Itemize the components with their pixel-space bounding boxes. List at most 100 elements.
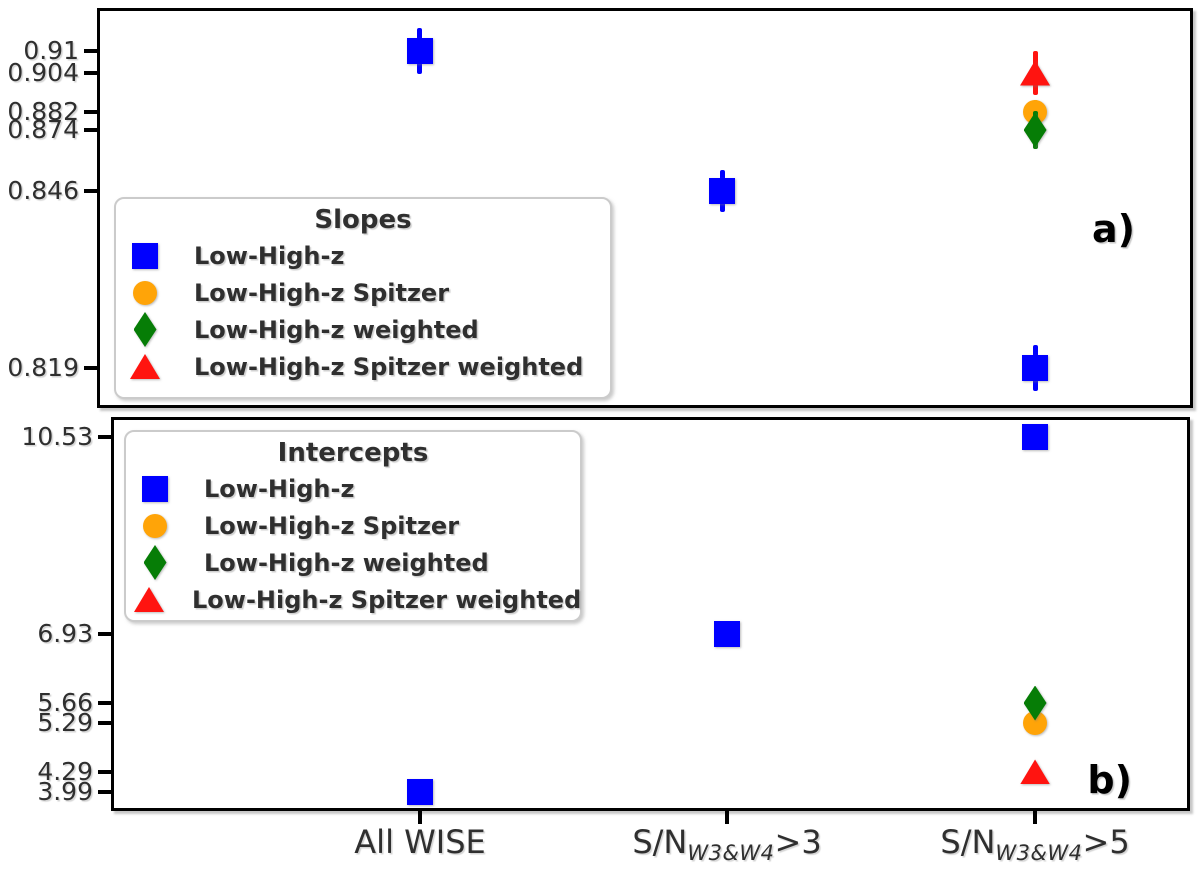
- legend-entry: Low-High-z Spitzer: [126, 507, 580, 544]
- x-label-subscript: W3&W4: [687, 841, 775, 865]
- circle-shape: [133, 280, 157, 305]
- x-label-subscript: W3&W4: [995, 841, 1083, 865]
- triangle-shape: [1020, 759, 1051, 785]
- low-high-z-marker: [1022, 355, 1049, 381]
- square-shape: [407, 779, 434, 805]
- y-tick-mark: [84, 128, 97, 132]
- y-tick-mark: [98, 790, 111, 794]
- legend-marker-cell: [124, 354, 166, 379]
- y-tick-label: 5.29: [37, 707, 93, 737]
- diamond-shape: [143, 545, 167, 580]
- y-tick-mark: [98, 435, 111, 439]
- low-high-z-weighted-marker: [1023, 685, 1047, 721]
- x-tick-mark: [418, 811, 423, 824]
- legend-entry-label: Low-High-z Spitzer weighted: [194, 352, 584, 381]
- triangle-shape: [1020, 60, 1051, 86]
- y-tick-label: 5.66: [37, 688, 93, 717]
- x-tick-label: All WISE: [260, 822, 580, 862]
- x-label-suffix: >3: [774, 823, 822, 861]
- y-tick-mark: [98, 632, 111, 636]
- circle-shape: [143, 513, 167, 538]
- low-high-z-spitzer-weighted-legend-marker-icon: [134, 587, 164, 612]
- legend-title: Intercepts: [277, 438, 429, 468]
- low-high-z-legend-marker-icon: [132, 242, 158, 269]
- square-shape: [1022, 355, 1049, 381]
- x-label-main: All WISE: [354, 823, 486, 861]
- legend-marker-cell: [134, 587, 164, 612]
- y-tick-label: 0.882: [7, 97, 79, 126]
- legend-entry-label: Low-High-z Spitzer weighted: [192, 585, 582, 614]
- legend-entry-label: Low-High-z: [194, 241, 345, 270]
- diamond-shape: [133, 312, 157, 347]
- y-tick-label: 0.904: [7, 58, 79, 87]
- square-shape: [142, 475, 168, 502]
- legend-entry: Low-High-z weighted: [116, 311, 610, 348]
- legend-marker-cell: [124, 242, 166, 269]
- triangle-shape: [130, 354, 160, 379]
- panel-b-corner-label: b): [1087, 758, 1132, 802]
- square-shape: [132, 242, 158, 269]
- y-tick-label: 3.99: [37, 777, 93, 806]
- y-tick-mark: [84, 110, 97, 114]
- y-tick-label: 0.874: [7, 115, 79, 144]
- legend-marker-cell: [124, 312, 166, 347]
- y-tick-label: 0.819: [7, 353, 79, 382]
- low-high-z-marker: [714, 621, 740, 647]
- legend-entry: Low-High-z: [126, 470, 580, 507]
- legend-entry: Low-High-z weighted: [126, 544, 580, 581]
- square-shape: [714, 621, 740, 647]
- y-tick-mark: [98, 769, 111, 774]
- y-tick-label: 0.91: [23, 36, 79, 65]
- y-tick-label: 10.53: [21, 422, 93, 451]
- low-high-z-weighted-legend-marker-icon: [143, 545, 167, 580]
- legend-marker-cell: [134, 545, 176, 580]
- x-tick-mark: [1033, 811, 1038, 824]
- legend-title: Slopes: [314, 205, 412, 235]
- y-tick-mark: [84, 49, 97, 53]
- legend-entry: Low-High-z Spitzer weighted: [116, 348, 610, 385]
- x-label-main: S/N: [632, 823, 688, 861]
- diamond-shape: [1023, 112, 1047, 148]
- legend-entry-label: Low-High-z: [204, 474, 355, 503]
- diamond-shape: [1023, 685, 1047, 721]
- legend-entry: Low-High-z Spitzer: [116, 274, 610, 311]
- legend-entry: Low-High-z: [116, 237, 610, 274]
- square-shape: [709, 178, 736, 204]
- y-tick-mark: [84, 366, 97, 370]
- y-tick-label: 4.29: [37, 756, 93, 786]
- y-tick-mark: [98, 720, 111, 725]
- low-high-z-marker: [406, 38, 433, 64]
- low-high-z-weighted-legend-marker-icon: [133, 312, 157, 347]
- legend-marker-cell: [134, 475, 176, 502]
- low-high-z-spitzer-weighted-legend-marker-icon: [130, 354, 160, 379]
- low-high-z-spitzer-legend-marker-icon: [133, 280, 157, 305]
- x-tick-label: S/NW3&W4>3: [567, 822, 887, 873]
- legend-entry-label: Low-High-z weighted: [204, 548, 489, 577]
- legend-entry-label: Low-High-z Spitzer: [194, 278, 450, 307]
- low-high-z-marker: [407, 779, 434, 805]
- low-high-z-marker: [709, 178, 736, 204]
- square-shape: [406, 38, 433, 64]
- low-high-z-spitzer-weighted-marker: [1020, 60, 1051, 86]
- x-tick-mark: [725, 811, 729, 824]
- low-high-z-spitzer-weighted-marker: [1020, 759, 1051, 785]
- legend-entry: Low-High-z Spitzer weighted: [126, 581, 582, 618]
- legend-marker-cell: [124, 280, 166, 305]
- x-label-main: S/N: [940, 823, 996, 861]
- legend-marker-cell: [134, 513, 176, 538]
- y-tick-mark: [84, 71, 97, 75]
- y-tick-mark: [84, 189, 97, 193]
- x-label-suffix: >5: [1082, 823, 1130, 861]
- legend-entry-label: Low-High-z weighted: [194, 315, 479, 344]
- x-tick-label: S/NW3&W4>5: [875, 822, 1195, 873]
- low-high-z-legend-marker-icon: [142, 475, 168, 502]
- y-tick-label: 6.93: [37, 619, 93, 648]
- low-high-z-marker: [1022, 424, 1049, 450]
- y-tick-label: 0.846: [7, 176, 79, 205]
- triangle-shape: [134, 587, 164, 612]
